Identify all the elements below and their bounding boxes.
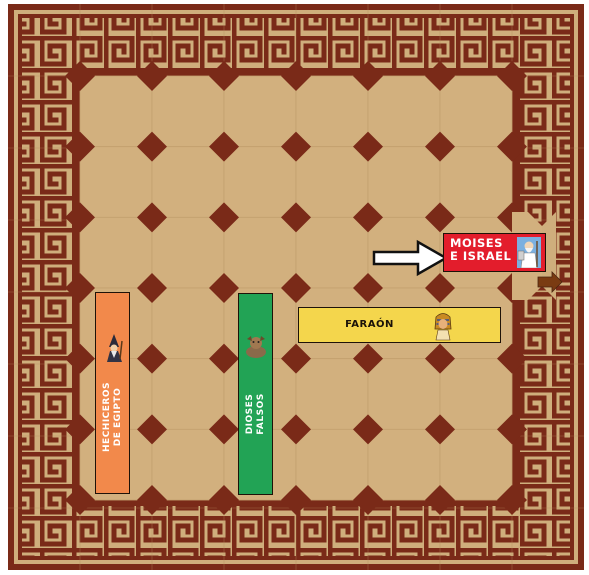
- faraon-piece[interactable]: FARAÓN: [298, 307, 501, 343]
- floor-tile[interactable]: [224, 147, 296, 218]
- moises-label-line2: E ISRAEL: [450, 250, 511, 263]
- dioses-piece[interactable]: DIOSES FALSOS: [238, 293, 273, 495]
- floor-tile[interactable]: [152, 288, 224, 359]
- floor-tile[interactable]: [440, 76, 512, 147]
- floor-tile[interactable]: [296, 217, 368, 288]
- floor-tile[interactable]: [224, 217, 296, 288]
- floor-tile[interactable]: [152, 359, 224, 430]
- hechiceros-piece[interactable]: HECHICEROS DE EGIPTO: [95, 292, 130, 494]
- floor-tile[interactable]: [440, 359, 512, 430]
- floor-tile[interactable]: [152, 217, 224, 288]
- floor-tile[interactable]: [152, 147, 224, 218]
- moses-icon: [517, 237, 541, 268]
- wizard-icon: [101, 333, 127, 363]
- floor-tile[interactable]: [296, 429, 368, 500]
- floor-tile[interactable]: [368, 359, 440, 430]
- dioses-label-line2: FALSOS: [256, 393, 267, 434]
- floor-tile[interactable]: [368, 147, 440, 218]
- floor-tile[interactable]: [296, 76, 368, 147]
- floor-tile[interactable]: [296, 359, 368, 430]
- floor-tile[interactable]: [440, 429, 512, 500]
- floor-tile[interactable]: [80, 76, 152, 147]
- floor-tile[interactable]: [368, 429, 440, 500]
- floor-tile[interactable]: [152, 76, 224, 147]
- hechiceros-label-line2: DE EGIPTO: [113, 382, 124, 452]
- hechiceros-label-line1: HECHICEROS: [101, 382, 112, 452]
- idol-icon: [243, 332, 269, 360]
- floor-tile[interactable]: [152, 429, 224, 500]
- floor-tile[interactable]: [368, 76, 440, 147]
- meander-band-left: [22, 18, 72, 556]
- floor-tile[interactable]: [296, 147, 368, 218]
- dioses-label-line1: DIOSES: [244, 393, 255, 434]
- floor-tile[interactable]: [80, 147, 152, 218]
- floor-tile[interactable]: [440, 147, 512, 218]
- floor-tile[interactable]: [224, 76, 296, 147]
- moises-piece[interactable]: MOISES E ISRAEL: [443, 233, 546, 272]
- faraon-label: FARAÓN: [299, 319, 440, 332]
- floor-tile[interactable]: [80, 217, 152, 288]
- pharaoh-icon: [430, 311, 456, 341]
